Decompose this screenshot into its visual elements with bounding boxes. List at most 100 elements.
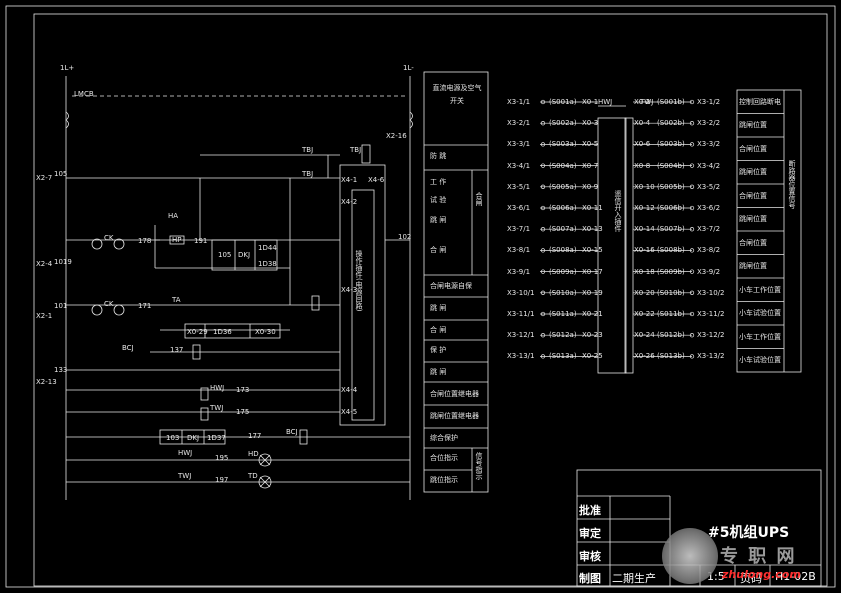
- contact-label: TBJ: [302, 170, 314, 178]
- terminal-dot: [689, 269, 695, 274]
- contact-label: HA: [168, 212, 179, 220]
- left-signal-code: (S005a): [549, 182, 577, 191]
- right-signal-code: (S010b): [657, 288, 685, 297]
- title-row-draw: 制图: [579, 572, 601, 585]
- right-signal-code: (S005b): [657, 182, 685, 191]
- right-signal-terminal: X3-13/2: [697, 352, 725, 361]
- wire-number: 191: [194, 237, 208, 245]
- right-signal-code: (S004b): [657, 161, 685, 170]
- terminal-dot: [540, 163, 546, 168]
- right-table-row: 合闸位置: [739, 238, 767, 247]
- legend-row: 跳 闸: [430, 368, 447, 376]
- right-signal-terminal: X3-10/2: [697, 288, 725, 297]
- left-signal-terminal: X3-6/1: [507, 204, 531, 212]
- legend-side-label: 合闸: [475, 192, 483, 206]
- left-signal-code: (S004a): [549, 161, 577, 170]
- relay-box-label: 1D36: [213, 328, 232, 336]
- terminal-dot: [689, 142, 695, 147]
- wire-number: 197: [215, 476, 229, 484]
- right-table-side: 断路器位置信号: [788, 160, 796, 209]
- contact-label: TBJ: [350, 146, 362, 154]
- right-signal-code: (S007b): [657, 225, 685, 234]
- mid-pin-right: X0-24: [634, 331, 655, 340]
- watermark-text: 专 职 网: [720, 546, 797, 567]
- terminal-dot: [540, 205, 546, 211]
- right-table-row: 小车工作位置: [739, 285, 781, 294]
- relay-box-label: DKJ: [238, 251, 251, 259]
- right-signal-code: (S002b): [657, 119, 685, 128]
- right-table-row: 合闸位置: [739, 191, 767, 200]
- terminal-dot: [689, 311, 695, 317]
- contact-label: HWJ: [178, 449, 193, 457]
- contact-label: HP: [172, 236, 182, 244]
- center-block-label: 操作插件(电源回路): [355, 250, 363, 312]
- relay-box-label: 1D37: [207, 434, 226, 442]
- left-signal-terminal: X3-7/1: [507, 225, 531, 234]
- title-row-review: 审核: [579, 550, 601, 563]
- right-signal-code: (S003b): [657, 140, 685, 149]
- legend-row: 合位指示: [430, 454, 458, 462]
- mid-pin-left: X0-17: [582, 267, 603, 276]
- watermark-url: zhulong.com: [722, 568, 801, 581]
- legend-row: 保 护: [430, 346, 447, 354]
- contact-label: HD: [248, 450, 259, 458]
- wire-number: 1019: [54, 258, 72, 266]
- left-signal-code: (S001a): [549, 98, 577, 106]
- right-signal-code: (S013b): [657, 352, 685, 361]
- terminal-dot: [689, 333, 695, 338]
- legend-row: 试 验: [430, 196, 447, 204]
- mid-pin-right: X0-6: [634, 140, 651, 149]
- relay-box-label: 103: [166, 434, 180, 442]
- mid-pin-right: X0-16: [634, 246, 655, 255]
- right-signal-terminal: X3-8/2: [697, 246, 721, 255]
- right-signal-code: (S009b): [657, 267, 685, 276]
- left-signal-code: (S007a): [549, 225, 577, 234]
- contact-label: CK: [104, 300, 114, 308]
- center-terminal: X4-1: [341, 176, 358, 184]
- left-signal-code: (S010a): [549, 288, 577, 297]
- left-signal-terminal: X3-2/1: [507, 119, 531, 128]
- right-signal-terminal: X3-11/2: [697, 310, 725, 318]
- title-row-approve: 批准: [579, 504, 601, 517]
- right-signal-code: (S012b): [657, 331, 685, 340]
- center-terminal: X4-3: [341, 286, 358, 294]
- legend-row: 工 作: [430, 178, 447, 186]
- mid-pin-left: X0-11: [582, 204, 603, 212]
- mid-pin-right: X0-2: [634, 98, 651, 106]
- contact-label: BCJ: [122, 344, 134, 352]
- contact-label: BCJ: [286, 428, 298, 436]
- right-signal-terminal: X3-7/2: [697, 225, 721, 234]
- terminal-dot: [689, 121, 695, 126]
- left-signal-code: (S013a): [549, 352, 577, 361]
- project-name: #5机组UPS: [708, 525, 790, 541]
- terminal-dot: [540, 99, 546, 105]
- wire-number: 101: [54, 302, 68, 310]
- watermark-logo-icon: [662, 528, 718, 584]
- drawing-number: H1-02B: [775, 570, 816, 583]
- left-signal-terminal: X3-13/1: [507, 352, 535, 361]
- right-table-row: 控制回路断电: [739, 97, 781, 106]
- mid-pin-left: X0-3: [582, 119, 599, 128]
- mid-pin-right: X0-20: [634, 288, 655, 297]
- mid-top-label: HWJ: [598, 98, 613, 106]
- contact-label: TA: [172, 296, 181, 304]
- wire-number: 133: [54, 366, 68, 374]
- mid-pin-left: X0-9: [582, 182, 599, 191]
- legend-row: 防 跳: [430, 152, 447, 160]
- right-signal-code: (S001b): [657, 98, 685, 106]
- contact-label: TWJ: [210, 404, 224, 412]
- terminal-dot: [540, 354, 546, 359]
- relay-box-label: X0-30: [255, 328, 276, 336]
- terminal-dot: [689, 163, 695, 168]
- left-terminal-label: X2-7: [36, 174, 53, 182]
- right-table-row: 小车试验位置: [739, 356, 781, 365]
- wire-number: 105: [54, 170, 68, 178]
- mid-pin-left: X0-19: [582, 288, 603, 297]
- mid-pin-left: X0-23: [582, 331, 603, 340]
- terminal-dot: [540, 290, 546, 295]
- wire-number: 178: [138, 237, 152, 245]
- mid-pin-right: X0-8: [634, 161, 651, 170]
- left-signal-terminal: X3-12/1: [507, 331, 535, 340]
- wire-number: 171: [138, 302, 152, 310]
- terminal-dot: [540, 333, 546, 338]
